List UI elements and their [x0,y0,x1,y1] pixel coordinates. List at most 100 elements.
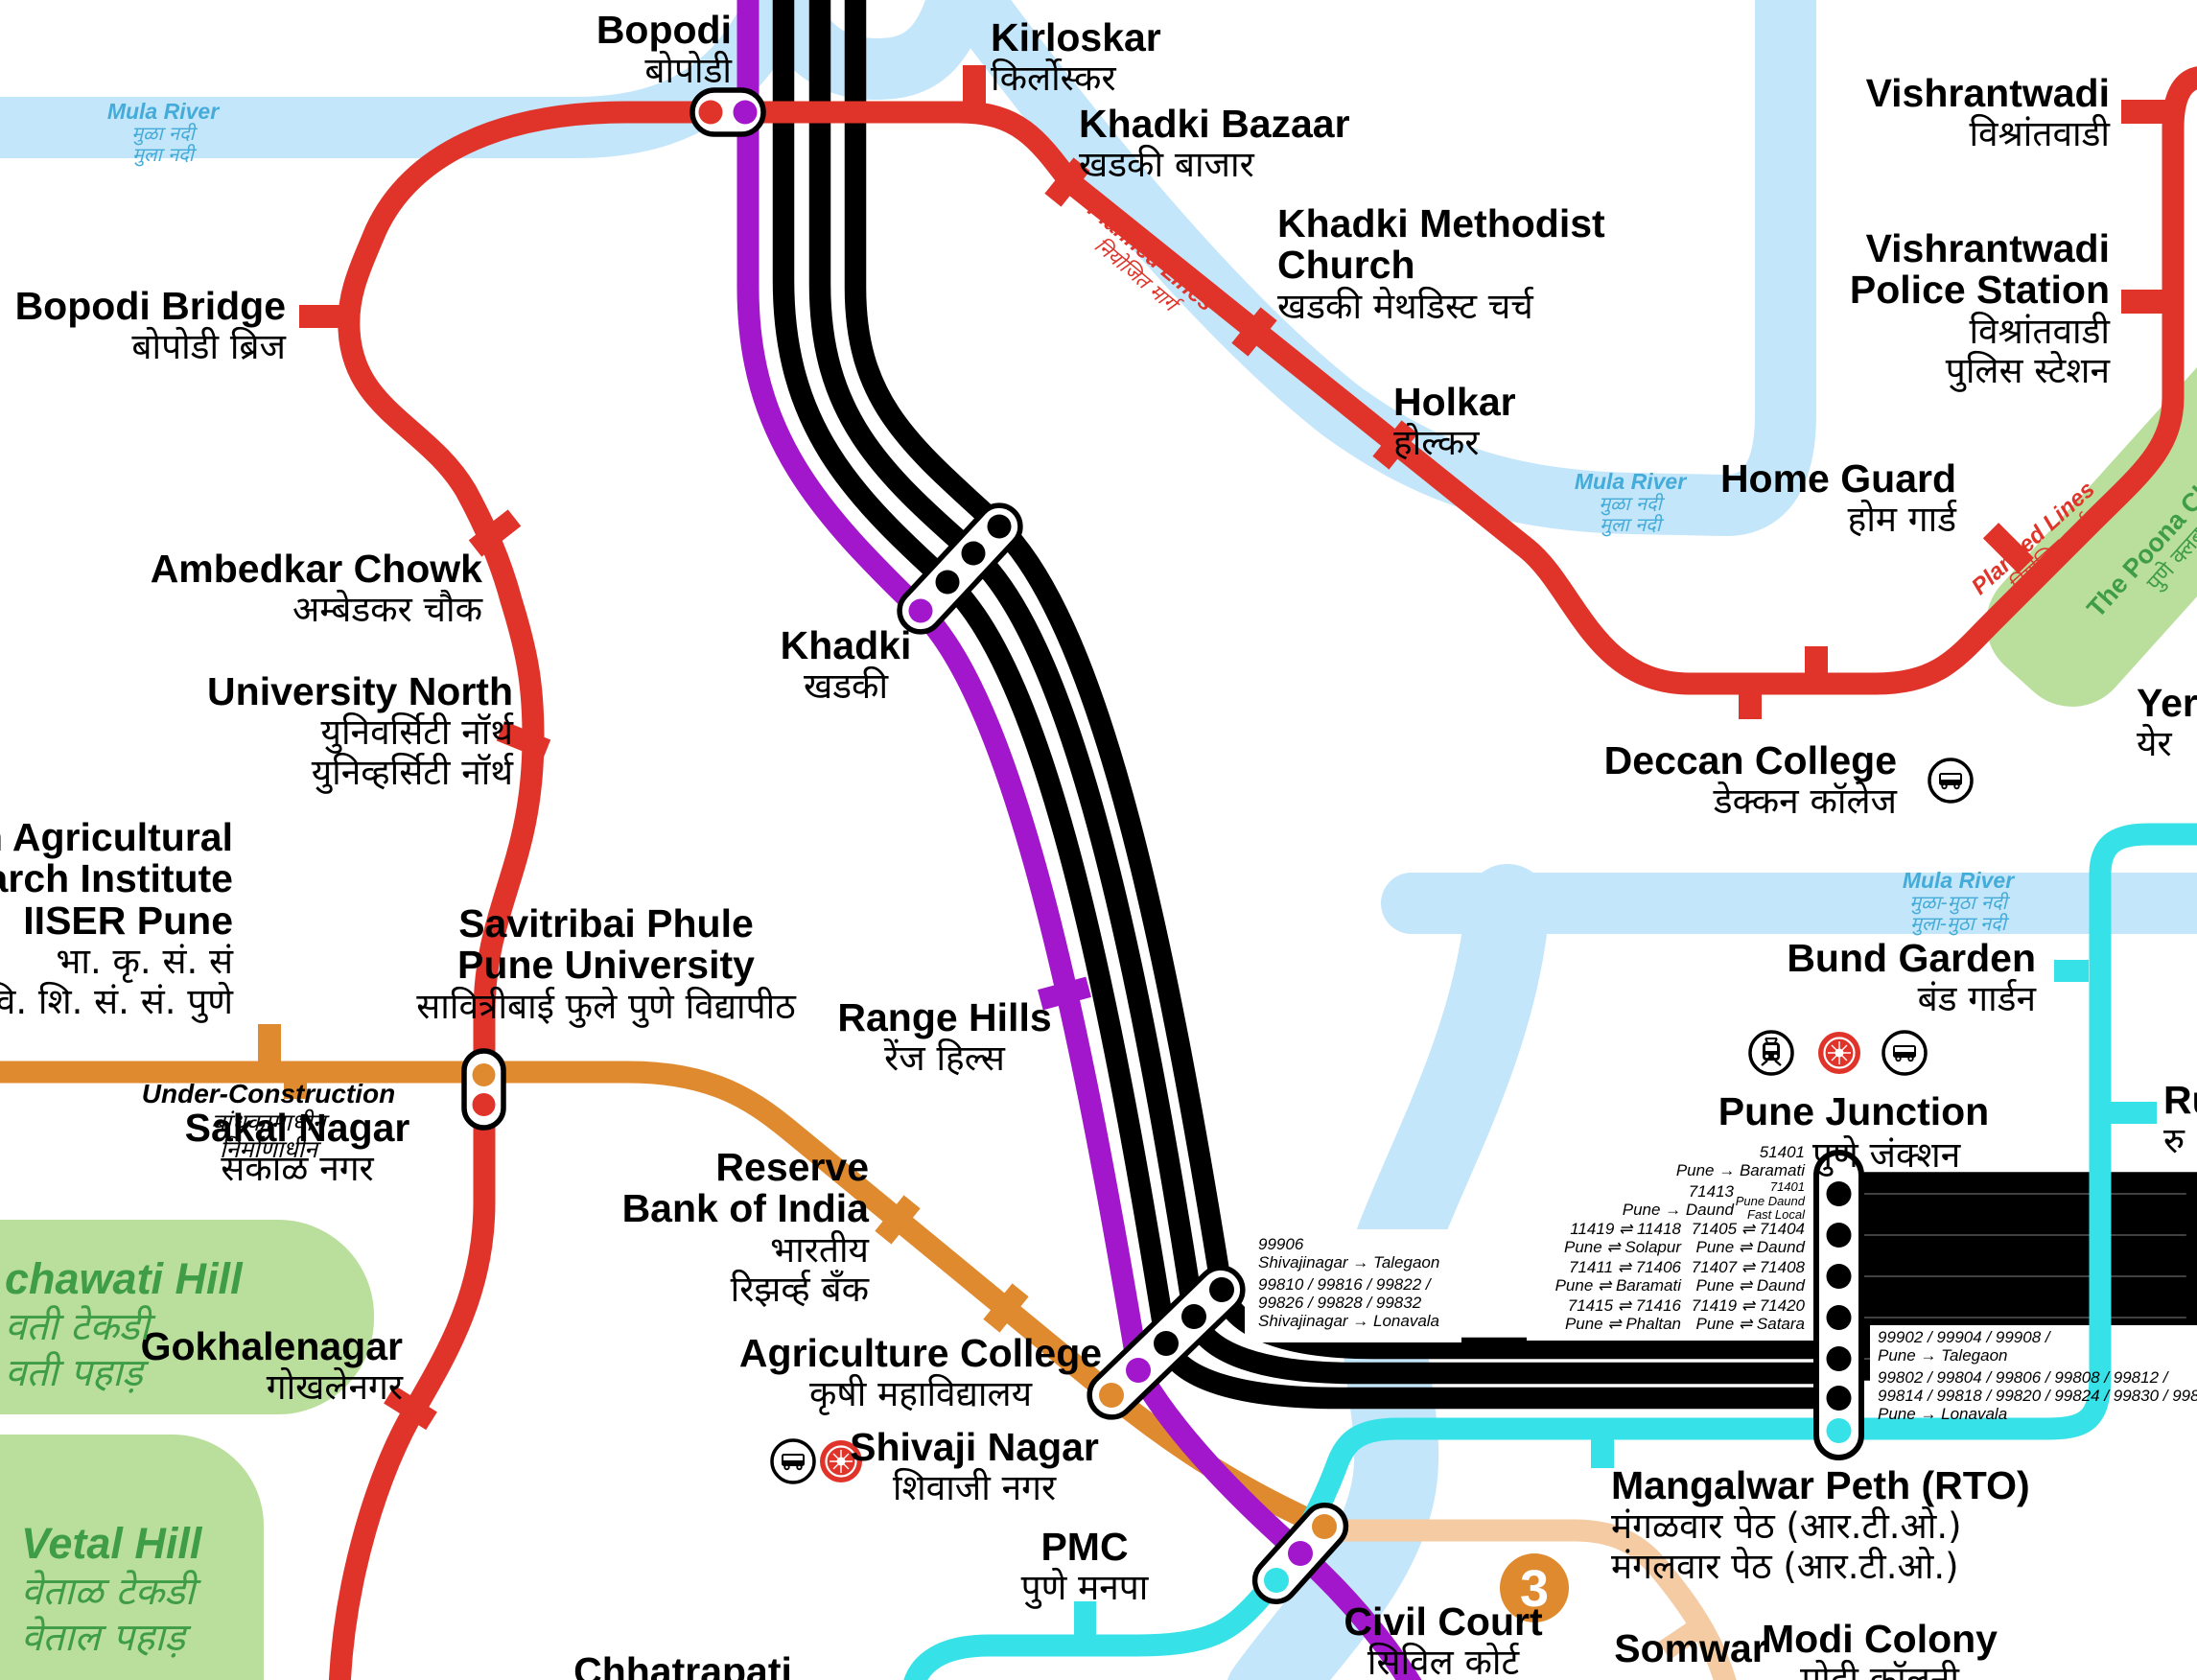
label-savitribai-phule-pune-university-en-0: Savitribai Phule [458,901,754,945]
khadki-station-pill [897,502,1023,635]
label-train-99802-en-2: Pune → Lonavala [1878,1405,2008,1424]
label-vishrantwadi-police-station-native-1: पुलिस स्टेशन [1945,350,2110,392]
label-chawati-hill-partial-native-0: वती टेकडी [5,1304,150,1349]
label-reserve-bank-of-india-native-1: रिझर्व्ह बँक [730,1269,869,1311]
label-pmc-native-0: पुणे मनपा [1020,1567,1149,1609]
label-bopodi-en-0: Bopodi [596,8,732,52]
label-train-51401-en-1: Pune → Baramati [1675,1161,1805,1180]
label-mula-mutha-river-en-0: Mula River [1902,868,2015,893]
label-ambedkar-chowk-native-0: अम्बेडकर चौक [292,589,482,631]
label-poona-club: The Poona Club Lपुणे क्लब लि [2081,440,2197,640]
poona-club-area [1986,338,2197,707]
vetal-hill-area [0,1435,264,1680]
label-vetal-hill-native-1: वेताल पहाड़ [21,1615,185,1660]
chawati-hill-area [0,1220,374,1414]
tick-mangalwar-peth [1591,1435,1614,1468]
label-train-71413-en-0: 71413 [1688,1182,1734,1201]
label-train-99810: 99810 / 99816 / 99822 /99826 / 99828 / 9… [1258,1275,1439,1331]
tick-vishrantwadi [2121,100,2175,124]
label-kirloskar-en-0: Kirloskar [991,15,1161,59]
label-somwar: Somwar [1614,1627,1767,1669]
label-bund-garden-en-0: Bund Garden [1787,936,2036,980]
label-bopodi-bridge-en-0: Bopodi Bridge [14,284,286,328]
label-agricultural-research-institute-en-2: IISER Pune [23,898,233,943]
label-reserve-bank-of-india-en-1: Bank of India [621,1186,869,1231]
label-home-guard-native-0: होम गार्ड [1847,499,1956,541]
label-ruby-partial: Ruरु [2163,1078,2197,1161]
label-train-71411-en-0: 71411 ⇌ 71406 [1569,1258,1681,1276]
label-reserve-bank-of-india-native-0: भारतीय [770,1228,869,1271]
label-university-north-en-0: University North [207,669,513,713]
label-train-71415-en-0: 71415 ⇌ 71416 [1567,1296,1681,1315]
label-agriculture-college-native-0: कृषी महाविद्यालय [808,1373,1033,1415]
label-mula-river-middle-en-0: Mula River [1574,469,1687,494]
label-chawati-hill-partial-native-1: वती पहाड़ [5,1350,143,1395]
label-modi-colony-en-0: Modi Colony [1762,1617,1998,1661]
label-train-99802: 99802 / 99804 / 99806 / 99808 / 99812 /9… [1878,1368,2197,1424]
label-agriculture-college-en-0: Agriculture College [738,1331,1103,1375]
label-yerwada-partial-en-0: Yer [2137,681,2197,725]
tick-rbi [875,1195,921,1245]
label-chawati-hill-partial-en-0: chawati Hill [5,1254,243,1303]
label-vishrantwadi-en-0: Vishrantwadi [1865,71,2110,115]
label-bopodi-bridge-native-0: बोपोडी ब्रिज [131,326,286,368]
label-shivaji-nagar-native-0: शिवाजी नगर [892,1467,1057,1509]
label-khadki-methodist-church-native-0: खडकी मेथडिस्ट चर्च [1277,285,1533,327]
tick-yerwada [1982,523,2034,574]
cyan-line-ticks [1074,960,2157,1647]
label-reserve-bank-of-india-en-0: Reserve [715,1145,869,1189]
label-gokhalenagar-native-0: गोखलेनगर [266,1366,403,1409]
label-pune-junction-title-en-0: Pune Junction [1718,1089,1990,1133]
label-mula-river-middle-native-0: मुळा नदी [1599,492,1662,516]
green-areas [0,338,2197,1680]
tick-khadki-bazaar [1044,157,1090,207]
label-agricultural-research-institute-native-1: वि. शि. सं. सं. पुणे [0,980,233,1022]
label-deccan-college-native-0: डेक्कन कॉलेज [1713,781,1897,823]
orange-line-ticks [258,1024,1029,1333]
tick-kirloskar [963,65,986,113]
label-train-99802-en-0: 99802 / 99804 / 99806 / 99808 / 99812 / [1878,1368,2168,1387]
label-holkar-en-0: Holkar [1393,380,1516,424]
label-vishrantwadi-police-station-native-0: विश्रांतवाडी [1969,310,2110,352]
label-kirloskar-native-0: किर्लोस्कर [991,58,1116,100]
label-train-11419-en-0: 11419 ⇌ 11418 [1570,1220,1681,1238]
tick-university-north [496,721,551,759]
label-pmc-en-0: PMC [1040,1525,1129,1569]
label-train-71401-en-0: 71401 [1769,1179,1805,1194]
label-mangalwar-peth-rto-native-1: मंगलवार पेठ (आर.टी.ओ.) [1611,1545,1959,1587]
label-range-hills-native-0: रेंज हिल्स [884,1038,1005,1080]
label-under-construction-native-0: बांधकामाधीन [211,1108,326,1136]
tick-bund-garden [2054,960,2089,982]
label-agricultural-research-institute-en-0: ian Agricultural [0,815,233,859]
label-yerwada-partial-native-0: येर [2137,723,2172,765]
tick-pmc [1074,1601,1096,1647]
label-home-guard-en-0: Home Guard [1719,456,1956,501]
label-gokhalenagar-en-0: Gokhalenagar [140,1324,403,1368]
label-ruby-partial-en-0: Ru [2163,1078,2197,1122]
label-chhatrapati: Chhatrapati [573,1650,792,1680]
label-modi-colony-native-0: मोदी कॉलनी [1800,1659,1959,1680]
label-vishrantwadi-police-station-en-0: Vishrantwadi [1865,226,2110,270]
label-train-99906-en-0: 99906 [1258,1235,1304,1253]
label-mula-mutha-river-native-0: मुळा-मुठा नदी [1909,891,2007,915]
